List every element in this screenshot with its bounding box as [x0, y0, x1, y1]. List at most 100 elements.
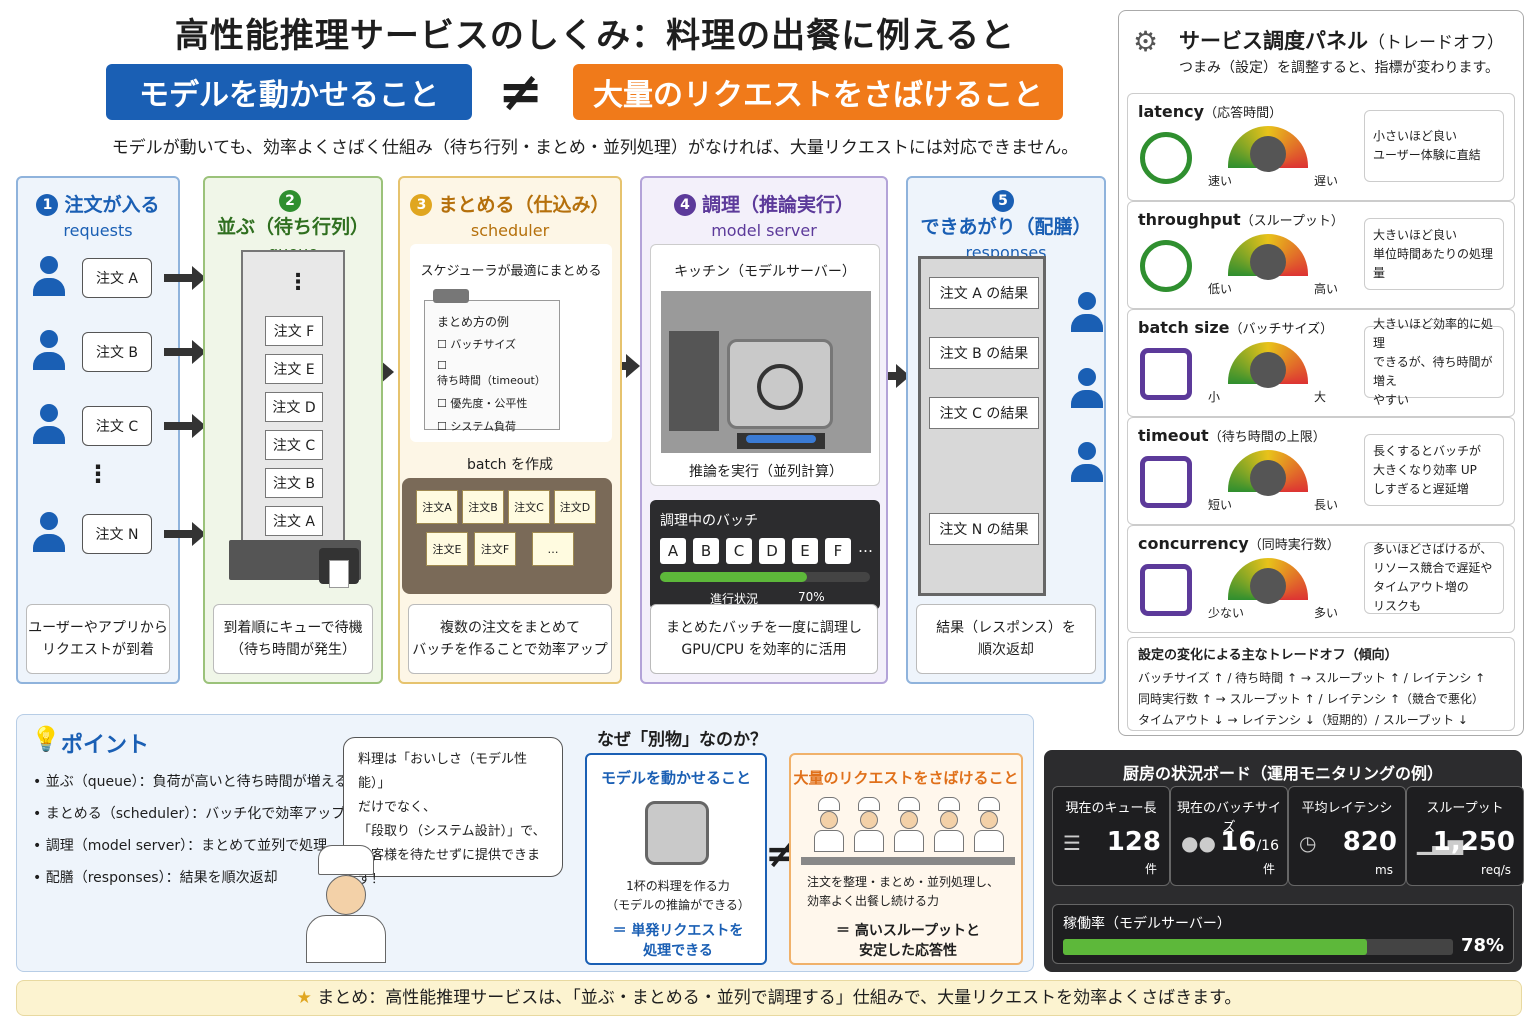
row-label: concurrency（同時実行数） — [1138, 534, 1340, 553]
star-icon: ★ — [296, 988, 318, 1008]
batch-chip: 注文B — [462, 490, 504, 524]
point-text: 並ぶ（queue）：負荷が高いと待ち時間が増える — [45, 774, 349, 790]
why-title: なぜ「別物」なのか？ — [597, 730, 767, 750]
burner-icon — [737, 433, 825, 449]
option-label: バッチサイズ — [450, 338, 517, 351]
customer-icon — [1070, 368, 1104, 410]
stage-subtitle: model server — [711, 221, 817, 240]
stage-title: まとめる（仕込み） — [438, 194, 610, 216]
kitchen-illustration — [661, 291, 871, 453]
option-item: ☐ 待ち時間（timeout） — [437, 359, 559, 388]
dial-knob — [1250, 352, 1286, 388]
dial-gauge — [1228, 450, 1308, 496]
cook-icon — [933, 797, 965, 859]
person-body — [1071, 464, 1103, 482]
option-item: ☐ 優先度・公平性 — [437, 395, 559, 411]
person-head — [40, 330, 58, 348]
result-card: 注文 B の結果 — [929, 337, 1039, 369]
progress-fill — [660, 572, 807, 582]
gauge-high-label: 高い — [1314, 282, 1339, 296]
stage-subtitle: requests — [63, 221, 133, 240]
person-body — [1071, 314, 1103, 332]
row-name: timeout — [1138, 426, 1209, 445]
point-item: • まとめる（scheduler）：バッチ化で効率アップ — [33, 803, 348, 823]
more-orders-dots: ⋮ — [86, 460, 110, 488]
order-bubble: 注文 N — [82, 514, 152, 554]
stage-caption: 結果（レスポンス）を 順次返却 — [916, 604, 1096, 674]
board-title: スケジューラが最適にまとめる — [420, 264, 602, 279]
option-item: ☐ システム負荷 — [437, 418, 559, 434]
row-label: latency（応答時間） — [1138, 102, 1282, 121]
row-name-jp: （バッチサイズ） — [1229, 322, 1334, 337]
panel-subtitle: つまみ（設定）を調整すると、指標が変わります。 — [1179, 60, 1500, 76]
order-bubble: 注文 B — [82, 332, 152, 372]
progress-track — [660, 572, 870, 582]
batch-chip: … — [532, 532, 574, 566]
queue-slot: 注文 D — [265, 392, 323, 422]
service-control-panel: ⚙ サービス調度パネル（トレードオフ） つまみ（設定）を調整すると、指標が変わり… — [1118, 10, 1524, 736]
speedometer-icon — [1140, 240, 1192, 292]
hourglass-icon — [1140, 456, 1192, 508]
cook-body — [934, 830, 964, 852]
row-name: concurrency — [1138, 534, 1249, 553]
checkbox-icon: ☐ — [437, 359, 447, 372]
clock-icon — [1140, 132, 1192, 184]
batch-title: 調理中のバッチ — [660, 513, 758, 529]
why-right-title: 大量のリクエストをさばけること — [793, 769, 1019, 787]
cook-icon — [973, 797, 1005, 859]
metric-number: 820 — [1342, 827, 1397, 857]
point-text: 配膳（responses）：結果を順次返却 — [45, 870, 278, 886]
progress-value: 70% — [798, 590, 825, 604]
option-label: 優先度・公平性 — [450, 397, 528, 410]
utilization-fill — [1063, 939, 1368, 955]
gauge-high-label: 大 — [1314, 390, 1327, 404]
person-body — [33, 534, 65, 552]
panel-row-concurrency: concurrency（同時実行数）少ない多い多いほどさばけるが、 リソース競合… — [1127, 525, 1515, 633]
point-text: まとめる（scheduler）：バッチ化で効率アップ — [45, 806, 346, 822]
clipboard: まとめ方の例 ☐ バッチサイズ☐ 待ち時間（timeout）☐ 優先度・公平性☐… — [424, 289, 560, 433]
person-head — [40, 404, 58, 422]
row-name: latency — [1138, 102, 1205, 121]
queue-slot: 注文 A — [265, 506, 323, 536]
stage-title: 調理（推論実行） — [701, 194, 854, 216]
row-description: 小さいほど良い ユーザー体験に直結 — [1364, 110, 1504, 182]
why-left-desc: 1杯の料理を作る力 （モデルの推論ができる） — [606, 879, 750, 912]
metric-unit: 件 — [1144, 862, 1157, 876]
chef-speech-bubble: 料理は「おいしさ（モデル性能）」 だけでなく、 「段取り（システム設計）」で、 … — [343, 737, 563, 887]
option-item: ☐ バッチサイズ — [437, 336, 559, 352]
dial-gauge — [1228, 234, 1308, 280]
panel-row-latency: latency（応答時間）速い遅い小さいほど良い ユーザー体験に直結 — [1127, 93, 1515, 201]
cook-icon — [893, 797, 925, 859]
queue-slot: 注文 E — [265, 354, 323, 384]
person-icon — [32, 404, 66, 446]
metric-value: 1,250 — [1433, 827, 1515, 857]
queue-slot: 注文 C — [265, 430, 323, 460]
row-label: batch size（バッチサイズ） — [1138, 318, 1333, 337]
stage-number: 1 — [36, 194, 59, 216]
cook-face — [940, 811, 958, 829]
row-name: throughput — [1138, 210, 1241, 229]
batch-letter: C — [726, 538, 752, 564]
batch-letter: F — [825, 538, 851, 564]
queue-slot: 注文 F — [265, 316, 323, 346]
gauge-high-label: 多い — [1314, 606, 1339, 620]
page-subtitle: モデルが動いても、効率よくさばく仕組み（待ち行列・まとめ・並列処理）がなければ、… — [111, 138, 1079, 158]
gauge-low-label: 低い — [1208, 282, 1233, 296]
gear-icon: ⚙ — [1133, 25, 1159, 58]
cook-hat — [818, 797, 840, 811]
utilization-track — [1063, 939, 1453, 955]
stage-number: 4 — [673, 194, 696, 216]
metric-label: 現在のキュー長 — [1065, 801, 1157, 816]
tradeoff-line: 同時実行数 ↑ → スループット ↑ / レイテンシ ↑（競合で悪化） — [1138, 692, 1485, 706]
checkbox-icon: ☐ — [437, 338, 451, 351]
stage-title: 注文が入る — [64, 194, 160, 216]
person-icon — [32, 512, 66, 554]
kitchen-title: キッチン（モデルサーバー） — [674, 264, 856, 280]
customer-icon — [1070, 442, 1104, 484]
result-card: 注文 A の結果 — [929, 277, 1039, 309]
metric-label: 平均レイテンシ — [1301, 801, 1393, 816]
